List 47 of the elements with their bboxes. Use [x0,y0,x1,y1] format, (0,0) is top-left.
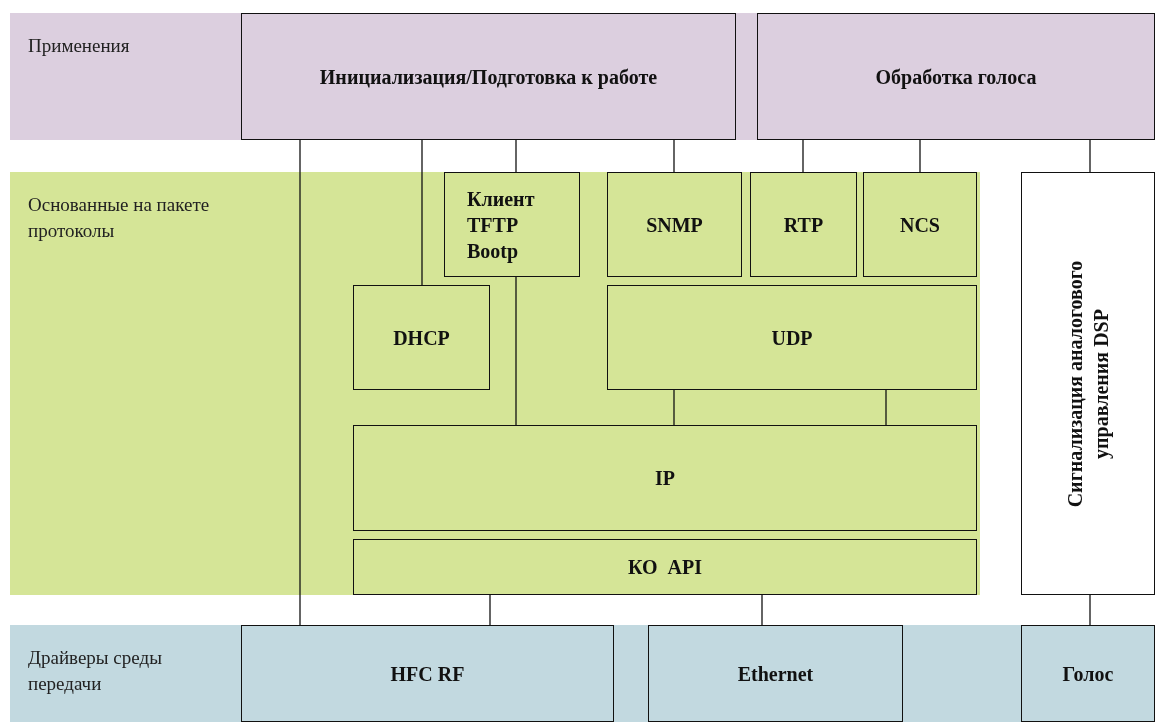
box-label: SNMP [646,212,703,238]
connector-line [761,594,763,626]
box-label: Клиент TFTP Bootp [467,186,536,264]
protocol-box [863,172,977,277]
connector-line [919,139,921,173]
connector-line [515,276,517,426]
connector-line [802,139,804,173]
connector-line [673,389,675,426]
connector-line [885,389,887,426]
protocol-box [353,539,977,595]
protocol-box [607,285,977,390]
box-label: Сигнализация аналогового управления DSP [1063,259,1114,509]
connector-line [489,594,491,626]
layer-label: Драйверы среды передачи [28,646,163,696]
layer-band [10,13,1155,140]
connector-line [673,139,675,173]
box-label: NCS [900,212,940,238]
protocol-box [353,285,490,390]
layer-band [10,625,1155,722]
connector-line [421,139,423,286]
protocol-box [750,172,857,277]
protocol-box [241,13,736,140]
protocol-box [353,425,977,531]
box-label: КО API [628,555,702,580]
protocol-box [607,172,742,277]
protocol-box [1021,172,1155,595]
protocol-box [648,625,903,722]
connector-line [1089,139,1091,173]
layer-band [10,172,980,595]
box-label: UDP [771,325,813,351]
connector-line [515,139,517,173]
box-label: DHCP [393,325,450,351]
box-label: Обработка голоса [875,64,1037,90]
box-label: IP [655,466,675,491]
protocol-box [241,625,614,722]
protocol-box [444,172,580,277]
box-label: Ethernet [737,661,814,687]
connector-line [299,139,301,626]
layer-label: Применения [28,34,131,58]
layer-label: Основанные на пакете протоколы [28,193,211,243]
box-label: RTP [783,212,824,238]
protocol-box [1021,625,1155,722]
connector-line [1089,594,1091,626]
protocol-box [757,13,1155,140]
box-label: HFC RF [390,661,465,687]
box-label: Инициализация/Подготовка к работе [319,64,658,90]
box-label: Голос [1062,661,1114,687]
